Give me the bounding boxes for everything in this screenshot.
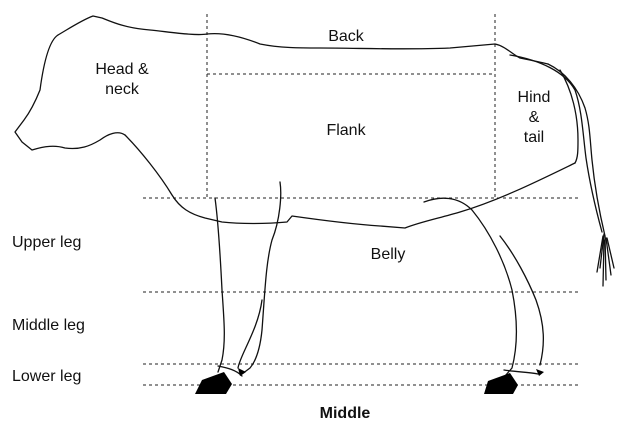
label-belly: Belly	[356, 245, 420, 265]
hind-hoof	[484, 373, 518, 394]
hooves	[195, 368, 544, 394]
label-hind-tail: Hind & tail	[502, 88, 566, 148]
label-hind-tail-line1: Hind	[502, 88, 566, 108]
label-back: Back	[318, 27, 374, 47]
front-leg-rear-edge	[215, 198, 224, 372]
hind-leg-front-edge	[424, 198, 517, 376]
head-back-outline	[58, 16, 548, 64]
hind-dewclaw	[536, 369, 544, 376]
label-hind-tail-line2: &	[502, 108, 566, 128]
label-hind-tail-line3: tail	[502, 128, 566, 148]
front-leg-front-edge	[242, 182, 281, 374]
label-head-neck-line2: neck	[82, 80, 162, 100]
label-lower-leg: Lower leg	[12, 367, 81, 387]
label-flank: Flank	[314, 121, 378, 141]
hind-leg-rear-edge	[500, 236, 543, 365]
label-head-neck-line1: Head &	[82, 60, 162, 80]
region-dividers	[143, 14, 580, 385]
tail-switch	[597, 234, 614, 286]
label-head-neck: Head & neck	[82, 60, 162, 100]
front-hoof	[195, 372, 232, 394]
label-middle-leg: Middle leg	[12, 316, 85, 336]
label-upper-leg: Upper leg	[12, 233, 81, 253]
front-leg-inner-edge	[238, 300, 262, 368]
neck-chest-outline	[125, 135, 575, 228]
diagram-caption: Middle	[300, 404, 390, 424]
front-dewclaw	[238, 368, 246, 376]
